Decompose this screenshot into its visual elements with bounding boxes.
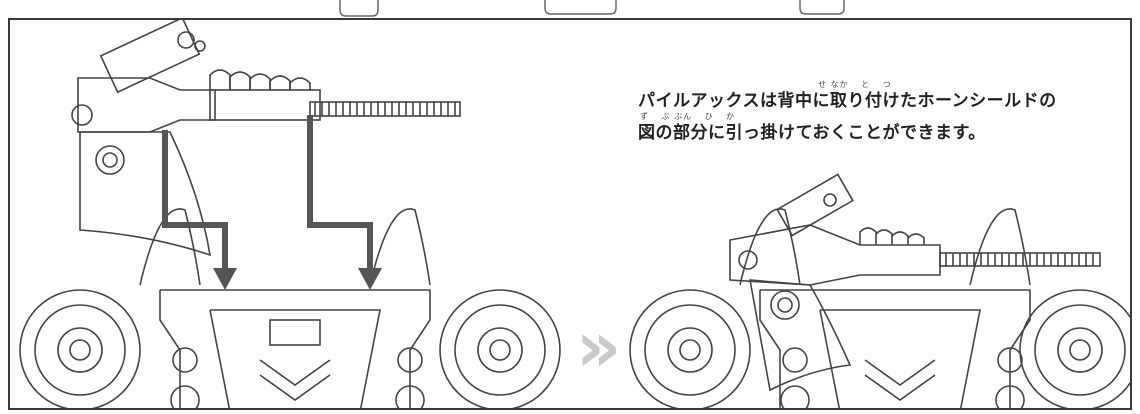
robot-back-with-axe-attached-icon <box>629 173 1130 408</box>
furigana-line-1: せ なか と つ <box>818 80 892 89</box>
next-step-arrow: » <box>576 306 622 388</box>
furigana-line-2: ず ぶ ぶん ひ か <box>640 112 736 121</box>
instruction-line-2: 図の部分に引っ掛けておくことができます。 <box>638 123 986 143</box>
page-header-tabs <box>339 0 845 17</box>
instruction-line-1: パイルアックスは背中に取り付けたホーンシールドの <box>638 91 1057 111</box>
robot-back-with-axe-before-icon <box>19 20 561 408</box>
instruction-text: せ なか と つ パイルアックスは背中に取り付けたホーンシールドの ず ぶ ぶん… <box>638 80 1130 144</box>
instruction-panel: » せ なか と つ <box>8 18 1132 410</box>
